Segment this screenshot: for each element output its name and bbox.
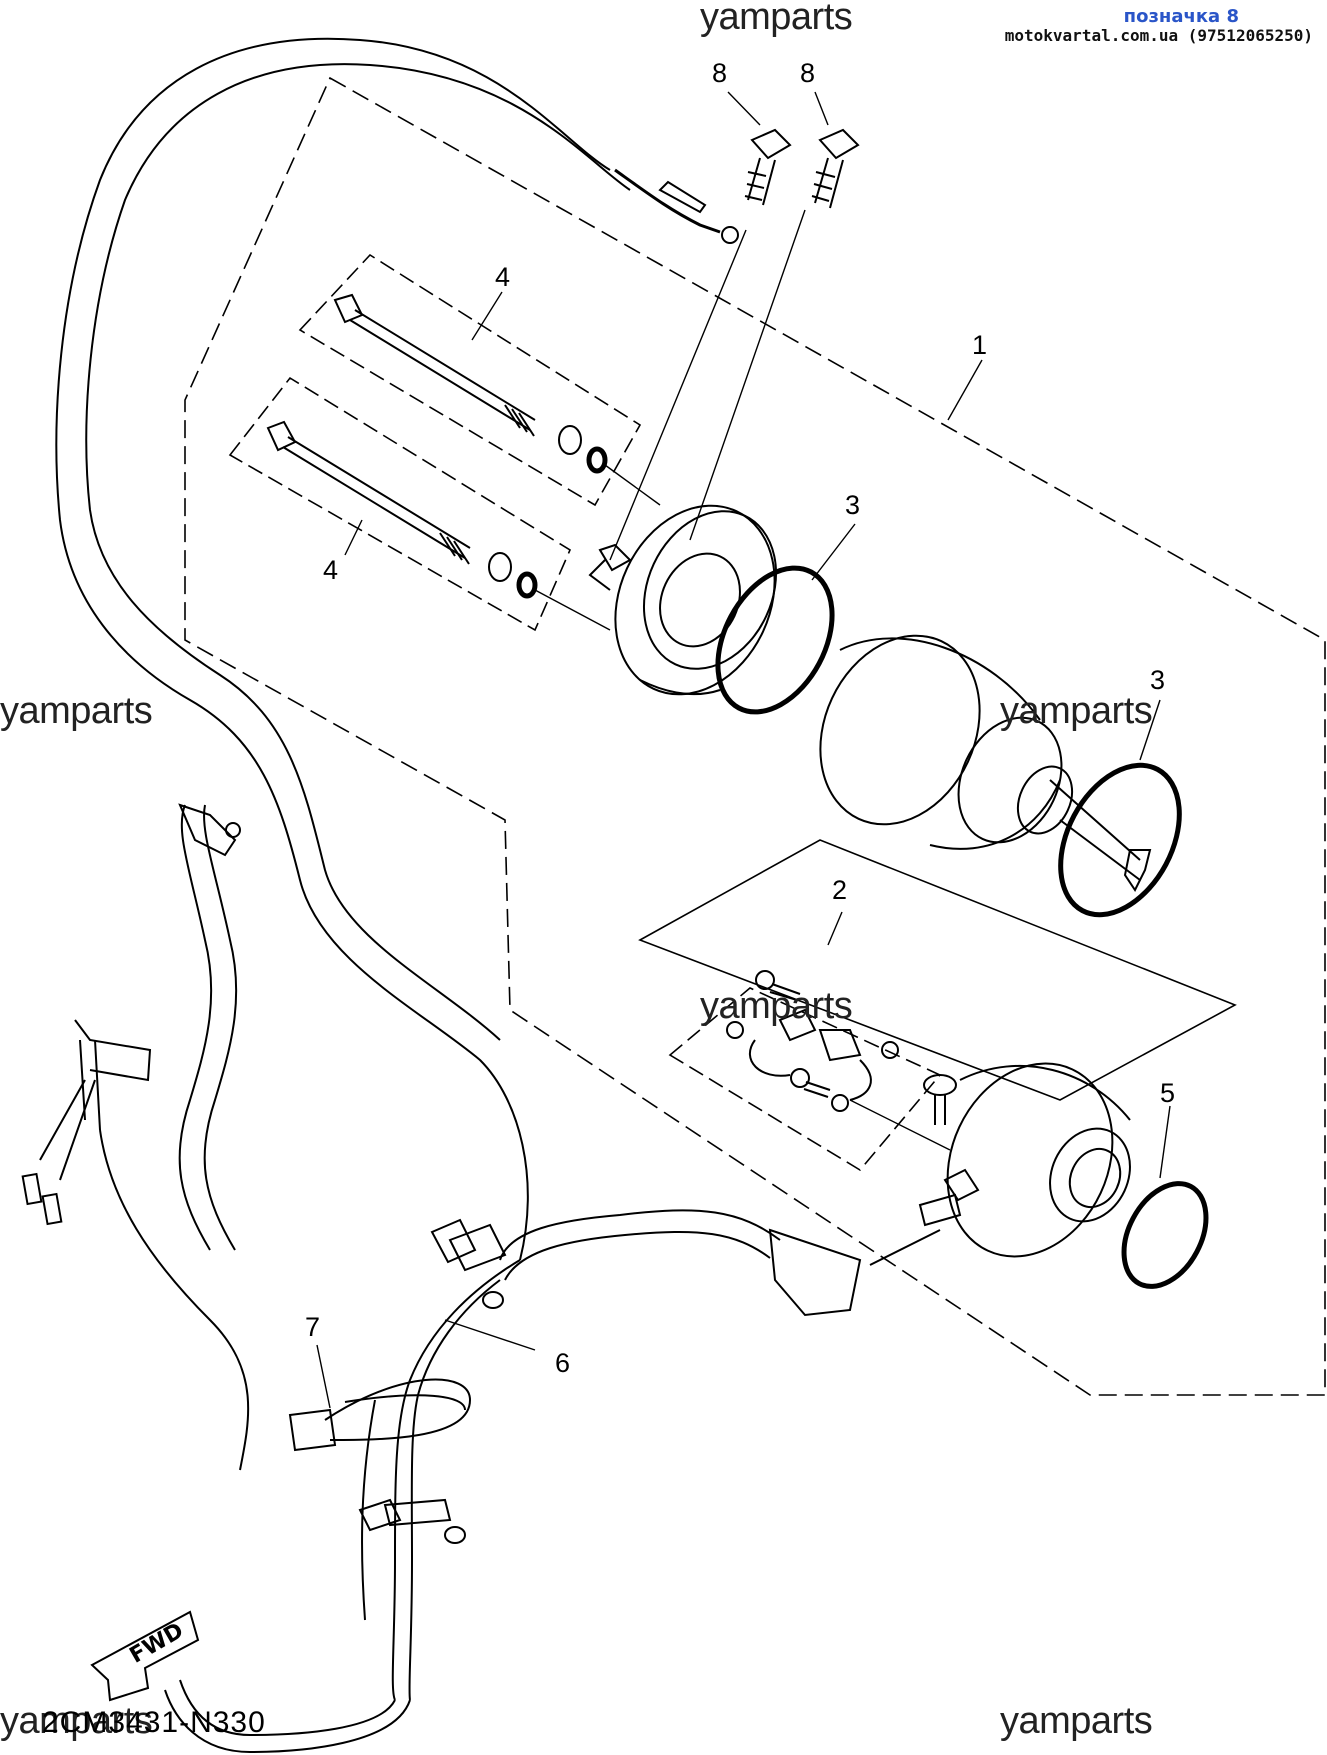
bolt-group-4-lower-box (228, 376, 572, 632)
cable-clamp-upper (430, 1218, 507, 1309)
watermark: yamparts (700, 0, 853, 38)
header-site: motokvartal.com.ua (97512065250) (1004, 26, 1313, 45)
callout-2: 2 (832, 875, 848, 905)
leader-8b (814, 91, 829, 126)
watermark: yamparts (1000, 690, 1153, 732)
cable-tie-7 (288, 1378, 472, 1452)
header-reference: позначка 8 (1123, 6, 1239, 27)
bolt-8-left (744, 128, 792, 206)
wire-harness-outline (55, 37, 611, 1261)
leader-3a (811, 523, 856, 581)
callout-6: 6 (555, 1348, 571, 1378)
fwd-arrow-icon (90, 1610, 200, 1702)
brush-plane (638, 839, 1237, 1101)
terminal-screw (923, 1074, 957, 1125)
callout-4-upper: 4 (495, 262, 511, 292)
part-code: 2CM3431-N330 (42, 1706, 266, 1739)
through-bolt-lower (266, 420, 538, 599)
o-ring-3-right (1058, 762, 1182, 918)
callout-1: 1 (972, 330, 988, 360)
leader-8a (727, 91, 761, 126)
leader-4b (344, 519, 363, 556)
callout-5: 5 (1160, 1078, 1176, 1108)
connector-harness (21, 1019, 250, 1471)
front-cover (588, 504, 778, 696)
o-ring-3-left (715, 565, 835, 715)
watermark: yamparts (700, 985, 853, 1027)
callout-7: 7 (305, 1312, 321, 1342)
callout-3-right: 3 (1150, 665, 1166, 695)
callout-4-lower: 4 (323, 555, 339, 585)
callout-8-left: 8 (712, 58, 728, 88)
wire-harness-outline-inner (85, 63, 631, 1041)
bolt-group-4-upper-box (298, 253, 642, 507)
assembly-dashed-box (184, 76, 1326, 1396)
leader-7 (316, 1344, 331, 1409)
callout-3-left: 3 (845, 490, 861, 520)
starter-cable (164, 1209, 941, 1754)
rear-cover (918, 1062, 1131, 1258)
cable-clamp-lower (358, 1498, 466, 1544)
negative-lead (178, 803, 241, 1251)
through-bolt-upper (333, 293, 608, 474)
brush-holder-parts (726, 970, 899, 1112)
ground-lead (614, 168, 721, 234)
leader-5 (1159, 1105, 1171, 1179)
leader-3b (1139, 699, 1161, 761)
leader-4a (471, 291, 503, 341)
watermark: yamparts (1000, 1700, 1153, 1742)
o-ring-5 (1121, 1181, 1209, 1289)
watermark: yamparts (0, 1700, 153, 1742)
watermark: yamparts (0, 690, 153, 732)
leader-6 (444, 1319, 536, 1351)
leader-2 (827, 911, 843, 946)
callout-8-right: 8 (800, 58, 816, 88)
motor-yoke (819, 634, 1152, 892)
leader-1 (947, 359, 983, 421)
bolt-8-right (811, 128, 860, 209)
